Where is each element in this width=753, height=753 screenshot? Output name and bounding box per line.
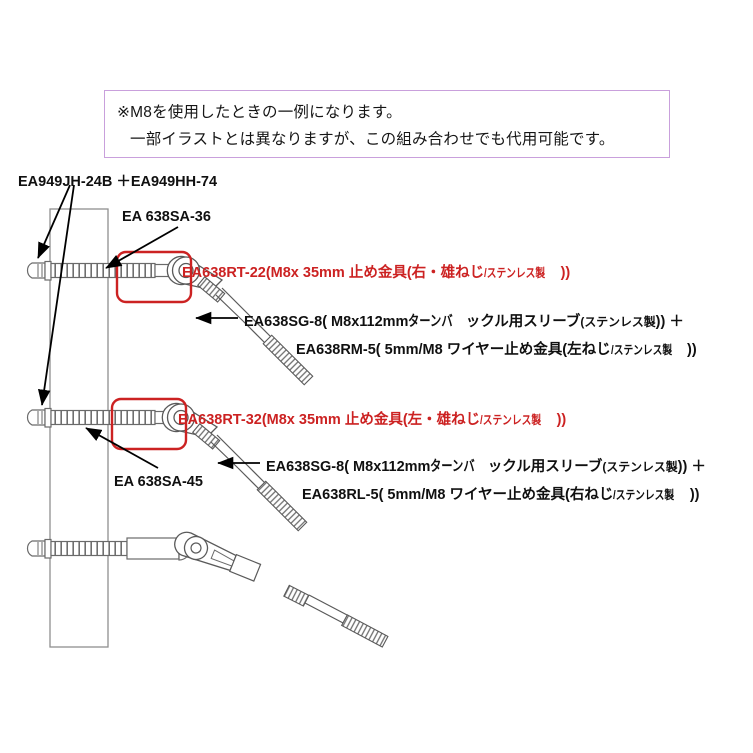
wire-lower-code: EA638RL-5 bbox=[302, 487, 379, 503]
sleeve-lower-jp-mid: ックル用スリーブ bbox=[487, 459, 603, 475]
eye-upper-jp-tail: /ステンレス製 bbox=[484, 266, 546, 280]
wire-upper-jp-tail: /ステンレス製 bbox=[610, 343, 672, 357]
leader-stud-upper bbox=[105, 226, 179, 269]
sleeve-upper-jp-narrow: ターンバ bbox=[408, 314, 454, 330]
sleeve-upper-jp-tail: (ステンレス製 bbox=[580, 315, 656, 329]
assembly-middle bbox=[26, 397, 308, 532]
eye-fitting-middle bbox=[161, 402, 221, 450]
label-sleeve-lower: EA638SG-8( M8x112mmターンバックル用スリーブ(ステンレス製))… bbox=[266, 455, 706, 476]
wire-upper-jp: ワイヤー止め金具(左ねじ bbox=[446, 342, 611, 358]
label-stud-lower: EA 638SA-45 bbox=[114, 474, 203, 490]
sleeve-lower-code: EA638SG-8 bbox=[266, 459, 345, 475]
sleeve-upper-jp-mid: ックル用スリーブ bbox=[465, 314, 581, 330]
eye-fitting-upper bbox=[166, 255, 226, 303]
sleeve-lower-jp-tail: (ステンレス製 bbox=[602, 460, 678, 474]
leader-anchor-middle bbox=[37, 184, 75, 406]
eye-lower-jp-tail: /ステンレス製 bbox=[480, 413, 542, 427]
sleeve-lower-spec-open: ( M8x112mm bbox=[344, 459, 431, 475]
wire-upper-spec-open: ( 5mm/M8 bbox=[375, 342, 447, 358]
eye-upper-jp: 止め金具(右・雄ねじ bbox=[348, 265, 485, 281]
eye-lower-spec-open: (M8x 35mm bbox=[261, 412, 345, 428]
leader-anchor-upper bbox=[37, 184, 71, 259]
leader-lines bbox=[37, 184, 260, 470]
label-eye-fitting-upper: EA638RT-22(M8x 35mm 止め金具(右・雄ねじ/ステンレス製)) bbox=[182, 261, 570, 282]
highlight-box-middle bbox=[110, 397, 188, 451]
anchor-head-lower bbox=[26, 538, 52, 559]
label-eye-fitting-lower: EA638RT-32(M8x 35mm 止め金具(左・雄ねじ/ステンレス製)) bbox=[178, 408, 566, 429]
label-wire-end-upper: EA638RM-5( 5mm/M8 ワイヤー止め金具(左ねじ/ステンレス製)) bbox=[296, 338, 697, 359]
eye-lower-jp: 止め金具(左・雄ねじ bbox=[344, 412, 481, 428]
wire-upper-spec-close: )) bbox=[687, 342, 697, 358]
leader-stud-lower bbox=[85, 427, 159, 469]
anchor-head-middle bbox=[26, 407, 52, 428]
sleeve-upper-spec-open: ( M8x112mm bbox=[322, 314, 409, 330]
label-anchor-set: EA949JH-24B ＋EA949HH-74 bbox=[18, 174, 218, 190]
sleeve-lower-spec-close: )) ＋ bbox=[677, 459, 706, 475]
label-wire-end-lower: EA638RL-5( 5mm/M8 ワイヤー止め金具(右ねじ/ステンレス製)) bbox=[302, 483, 699, 504]
assembly-lower bbox=[26, 531, 389, 648]
sleeve-upper-code: EA638SG-8 bbox=[244, 314, 323, 330]
notice-line-2: 一部イラストとは異なりますが、この組み合わせでも代用可能です。 bbox=[130, 131, 615, 148]
wire-lower-spec-open: ( 5mm/M8 bbox=[378, 487, 450, 503]
eye-lower-code: EA638RT-32 bbox=[178, 412, 262, 428]
eye-lower-spec-close: )) bbox=[556, 412, 567, 428]
notice-box: ※M8を使用したときの一例になります。 一部イラストとは異なりますが、この組み合… bbox=[104, 90, 670, 158]
eye-upper-spec-close: )) bbox=[560, 265, 571, 281]
highlight-box-upper bbox=[115, 250, 193, 304]
notice-line-1: ※M8を使用したときの一例になります。 bbox=[117, 104, 402, 121]
assembly-upper bbox=[26, 250, 314, 386]
sleeve-lower-jp-narrow: ターンバ bbox=[430, 459, 476, 475]
label-stud-upper: EA 638SA-36 bbox=[122, 209, 211, 225]
label-sleeve-upper: EA638SG-8( M8x112mmターンバックル用スリーブ(ステンレス製))… bbox=[244, 310, 684, 331]
wire-rope-upper bbox=[242, 314, 314, 386]
turnbuckle-sleeve-upper bbox=[215, 287, 250, 322]
eye-upper-spec-open: (M8x 35mm bbox=[265, 265, 349, 281]
wire-lower-spec-close: )) bbox=[689, 487, 700, 503]
wire-lower-jp-tail: /ステンレス製 bbox=[613, 488, 675, 502]
jaw-fitting-lower bbox=[174, 531, 262, 582]
sleeve-upper-spec-close: )) ＋ bbox=[655, 314, 684, 330]
wire-rope-middle bbox=[237, 461, 308, 532]
wire-lower-jp: ワイヤー止め金具(右ねじ bbox=[449, 487, 614, 503]
wire-rope-lower bbox=[283, 584, 389, 648]
threaded-stud-lower bbox=[50, 540, 128, 557]
anchor-head-upper bbox=[26, 260, 52, 281]
wire-upper-code: EA638RM-5 bbox=[296, 342, 376, 358]
threaded-stud-middle bbox=[50, 409, 180, 426]
eye-upper-code: EA638RT-22 bbox=[182, 265, 266, 281]
